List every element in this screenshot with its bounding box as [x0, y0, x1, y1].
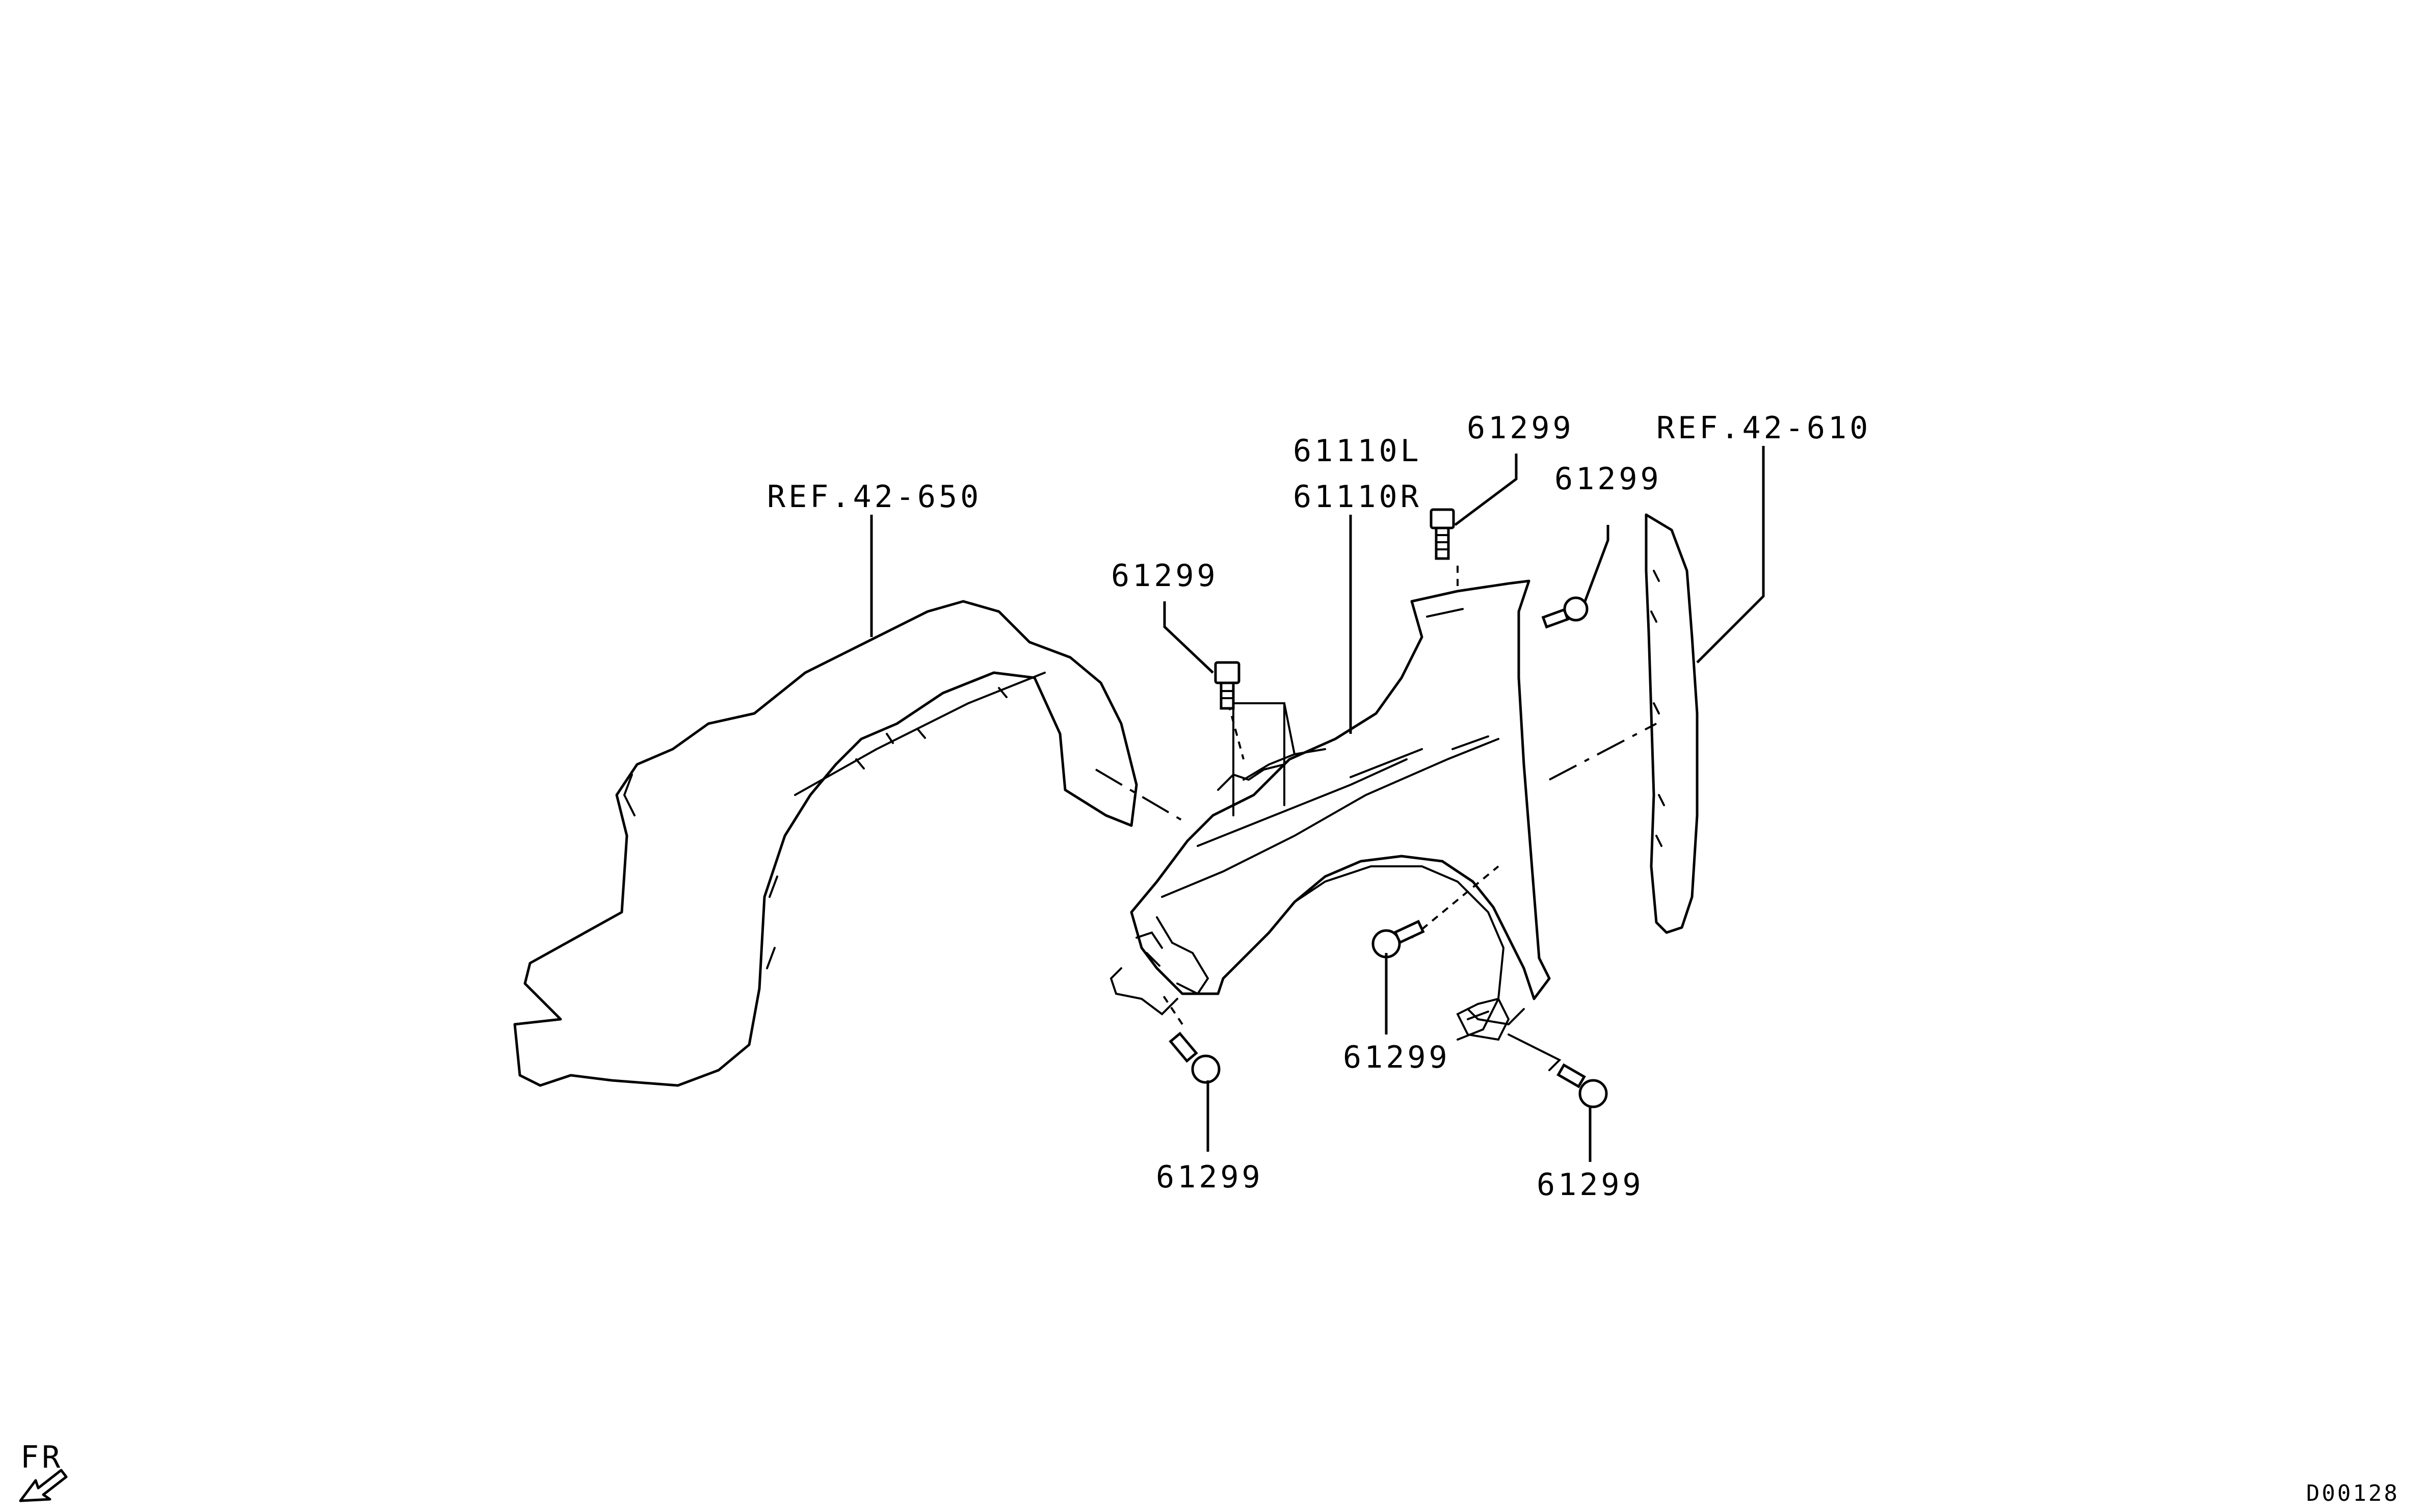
bolt-lower-left — [1169, 1031, 1221, 1084]
callout-fender-right: 61110R — [1293, 479, 1422, 515]
diagram-code: D00128 — [2306, 1480, 2399, 1506]
alignment-lines — [1095, 566, 1657, 1071]
callout-bolt-lower-right: 61299 — [1537, 1167, 1644, 1203]
direction-label: FR — [20, 1440, 63, 1475]
callout-ref-bumper: REF.42-610 — [1656, 410, 1871, 446]
bolt-wheel-arch — [1371, 919, 1425, 959]
bolt-top-right — [1541, 596, 1589, 629]
bumper-side-part — [1645, 513, 1699, 934]
callout-bolt-top-right: 61299 — [1554, 461, 1662, 497]
bolt-top — [1430, 508, 1455, 560]
leader-lines — [870, 446, 1765, 1162]
bolt-upper-left — [1214, 661, 1240, 710]
front-fender-part — [1110, 579, 1551, 1041]
callout-ref-liner: REF.42-650 — [767, 479, 982, 515]
bolt-lower-right — [1556, 1063, 1608, 1108]
callout-bolt-upper-left: 61299 — [1111, 558, 1219, 594]
callout-bolt-wheel-arch: 61299 — [1343, 1040, 1450, 1075]
callout-bolt-top: 61299 — [1467, 410, 1574, 446]
callout-fender-left: 61110L — [1293, 433, 1422, 469]
fender-liner-part — [513, 600, 1138, 1087]
callout-bolt-lower-left: 61299 — [1156, 1159, 1263, 1195]
arrow-down-left-icon — [19, 1469, 68, 1502]
